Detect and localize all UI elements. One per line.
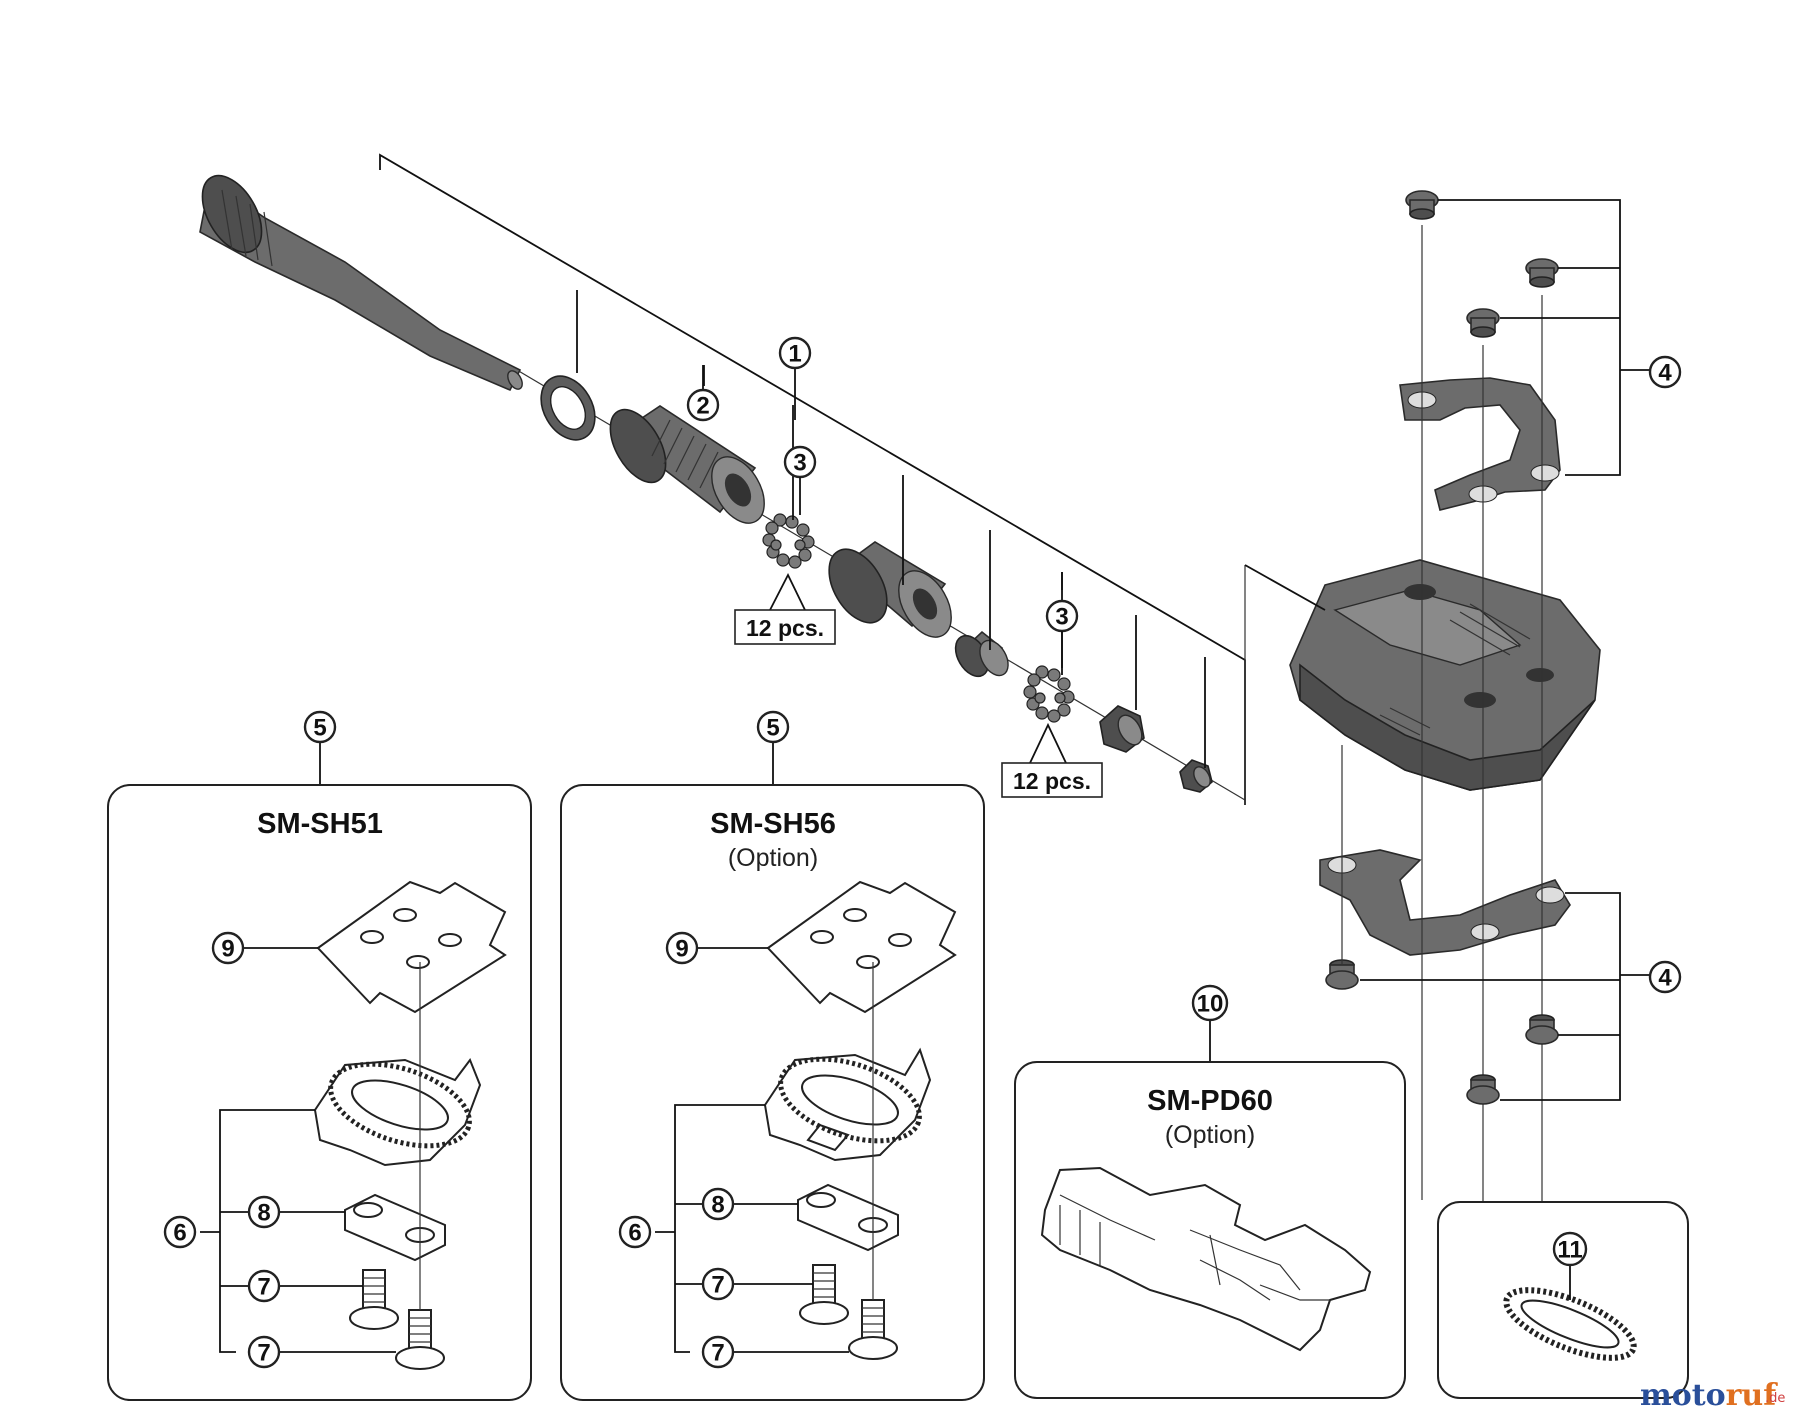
- ball-bearing-ring-1: [762, 513, 815, 569]
- callout-7-sh56-lower: 7: [701, 1335, 735, 1369]
- svg-text:3: 3: [793, 450, 806, 477]
- box-sm-pd60: SM-PD60 (Option): [1014, 1020, 1406, 1399]
- callout-1: 1: [778, 336, 812, 370]
- quantity-label-2: 12 pcs.: [1001, 762, 1103, 798]
- cleat-part: [763, 1047, 932, 1162]
- cleat-bolt-1-part: [799, 1264, 849, 1325]
- cleat-shim-part: [316, 880, 507, 1014]
- callout-10: 10: [1191, 984, 1229, 1022]
- cleat-ring-part: [1503, 1287, 1637, 1361]
- svg-text:12 pcs.: 12 pcs.: [1013, 768, 1091, 794]
- box-subtitle-sm-pd60: (Option): [1165, 1121, 1255, 1149]
- callout-6-sh51: 6: [163, 1215, 197, 1249]
- svg-text:7: 7: [711, 1340, 724, 1367]
- box-item-11: [1437, 1201, 1689, 1399]
- box-sm-sh56: SM-SH56 (Option): [560, 740, 985, 1401]
- bottom-screws: [1325, 745, 1660, 1105]
- callout-9-sh56: 9: [665, 931, 699, 965]
- svg-text:8: 8: [257, 1200, 270, 1227]
- svg-text:7: 7: [257, 1274, 270, 1301]
- spindle-part: [199, 174, 523, 392]
- screw-4-part: [1325, 959, 1359, 990]
- watermark-logo: motoruf .de: [1640, 1378, 1785, 1413]
- platform-adapter-part: [1040, 1166, 1372, 1352]
- cleat-bolt-1-part: [349, 1269, 399, 1330]
- quantity-label-1: 12 pcs.: [734, 609, 836, 645]
- callout-5-sh51: 5: [303, 710, 337, 744]
- upper-cleat-plate-part: [1399, 377, 1561, 511]
- svg-text:12 pcs.: 12 pcs.: [746, 615, 824, 641]
- cleat-shim-part: [766, 880, 957, 1014]
- svg-text:1: 1: [788, 341, 801, 368]
- callout-11: 11: [1552, 1231, 1588, 1267]
- svg-text:10: 10: [1197, 991, 1224, 1018]
- callout-5-sh56: 5: [756, 710, 790, 744]
- svg-text:5: 5: [313, 715, 326, 742]
- callout-4-upper: 4: [1648, 355, 1682, 389]
- svg-text:3: 3: [1055, 604, 1068, 631]
- callout-4-lower: 4: [1648, 960, 1682, 994]
- svg-text:7: 7: [711, 1272, 724, 1299]
- svg-text:6: 6: [628, 1220, 641, 1247]
- svg-text:5: 5: [766, 715, 779, 742]
- top-screws: [1405, 190, 1660, 1225]
- box-sm-sh51: SM-SH51: [107, 740, 532, 1401]
- svg-text:8: 8: [711, 1192, 724, 1219]
- box-title-sm-sh56: SM-SH56: [710, 808, 836, 840]
- screw-6-part: [1466, 1074, 1500, 1105]
- spindle-ring-part: [540, 375, 596, 441]
- callout-2: 2: [686, 388, 720, 422]
- box-title-sm-pd60: SM-PD60: [1147, 1085, 1273, 1117]
- bushing-part: [954, 630, 1009, 678]
- lower-cleat-plate-part: [1319, 849, 1571, 956]
- box-subtitle-sm-sh56: (Option): [728, 844, 818, 872]
- svg-text:4: 4: [1658, 965, 1672, 992]
- threaded-sleeve-part: [609, 405, 765, 524]
- screw-2-part: [1525, 258, 1559, 288]
- svg-text:2: 2: [696, 393, 709, 420]
- svg-text:9: 9: [221, 936, 234, 963]
- callout-7-sh51-lower: 7: [247, 1335, 281, 1369]
- callout-8-sh51: 8: [247, 1195, 281, 1229]
- svg-text:motoruf: motoruf: [1640, 1378, 1778, 1413]
- svg-text:9: 9: [675, 936, 688, 963]
- screw-3-part: [1466, 308, 1500, 338]
- callout-6-sh56: 6: [618, 1215, 652, 1249]
- callout-8-sh56: 8: [701, 1187, 735, 1221]
- cone-nut-part: [1099, 705, 1145, 753]
- callout-7-sh51-upper: 7: [247, 1269, 281, 1303]
- box-title-sm-sh51: SM-SH51: [257, 808, 383, 840]
- callout-3-lower: 3: [1045, 599, 1079, 633]
- cleat-part: [313, 1057, 482, 1167]
- ball-bearing-ring-2: [1023, 665, 1075, 723]
- svg-text:6: 6: [173, 1220, 186, 1247]
- screw-5-part: [1525, 1014, 1559, 1045]
- sleeve-part: [828, 541, 952, 638]
- svg-text:7: 7: [257, 1340, 270, 1367]
- svg-text:11: 11: [1557, 1237, 1582, 1264]
- callout-3-upper: 3: [783, 445, 817, 479]
- lock-nut-part: [1179, 759, 1213, 793]
- screw-1-part: [1405, 190, 1439, 220]
- callout-7-sh56-upper: 7: [701, 1267, 735, 1301]
- svg-text:.de: .de: [1765, 1391, 1785, 1406]
- pedal-body-part: [1244, 559, 1601, 805]
- callout-9-sh51: 9: [211, 931, 245, 965]
- svg-text:4: 4: [1658, 360, 1672, 387]
- axle-assembly: [199, 153, 1246, 805]
